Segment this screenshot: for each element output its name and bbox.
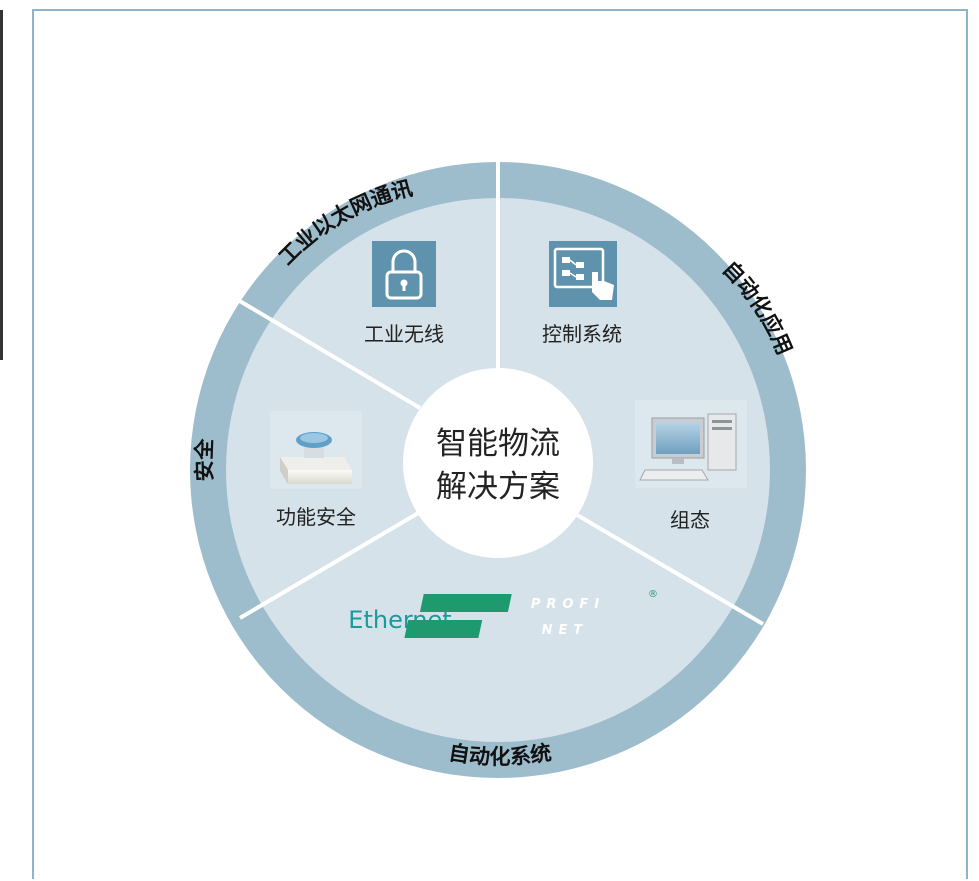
divider-lower-left <box>238 510 422 620</box>
divider-upper-left <box>231 295 422 410</box>
segment-label-config: 组态 <box>670 508 710 532</box>
segment-label-wireless: 工业无线 <box>364 322 444 346</box>
segment-label-control: 控制系统 <box>542 322 622 346</box>
profinet-bottom-text: NET <box>542 623 589 638</box>
center-disc <box>403 368 593 558</box>
center-title-line1: 智能物流 <box>436 426 560 462</box>
left-edge-bar <box>0 10 3 360</box>
profinet-logo: PROFI NET ® <box>404 589 658 638</box>
diagram-frame <box>32 9 968 879</box>
registered-mark: ® <box>648 589 658 600</box>
segment-dividers <box>231 152 765 626</box>
center-title-line2: 解决方案 <box>436 469 560 505</box>
padlock-icon <box>372 241 436 307</box>
segment-label-safety: 功能安全 <box>276 505 356 529</box>
divider-lower-right <box>570 510 765 626</box>
ring-label-bottom: 自动化系统 <box>447 740 553 769</box>
emergency-stop-button-icon <box>270 411 362 489</box>
profinet-top-text: PROFI <box>531 597 605 612</box>
touch-panel-icon <box>549 241 617 307</box>
computer-workstation-icon <box>635 400 747 488</box>
